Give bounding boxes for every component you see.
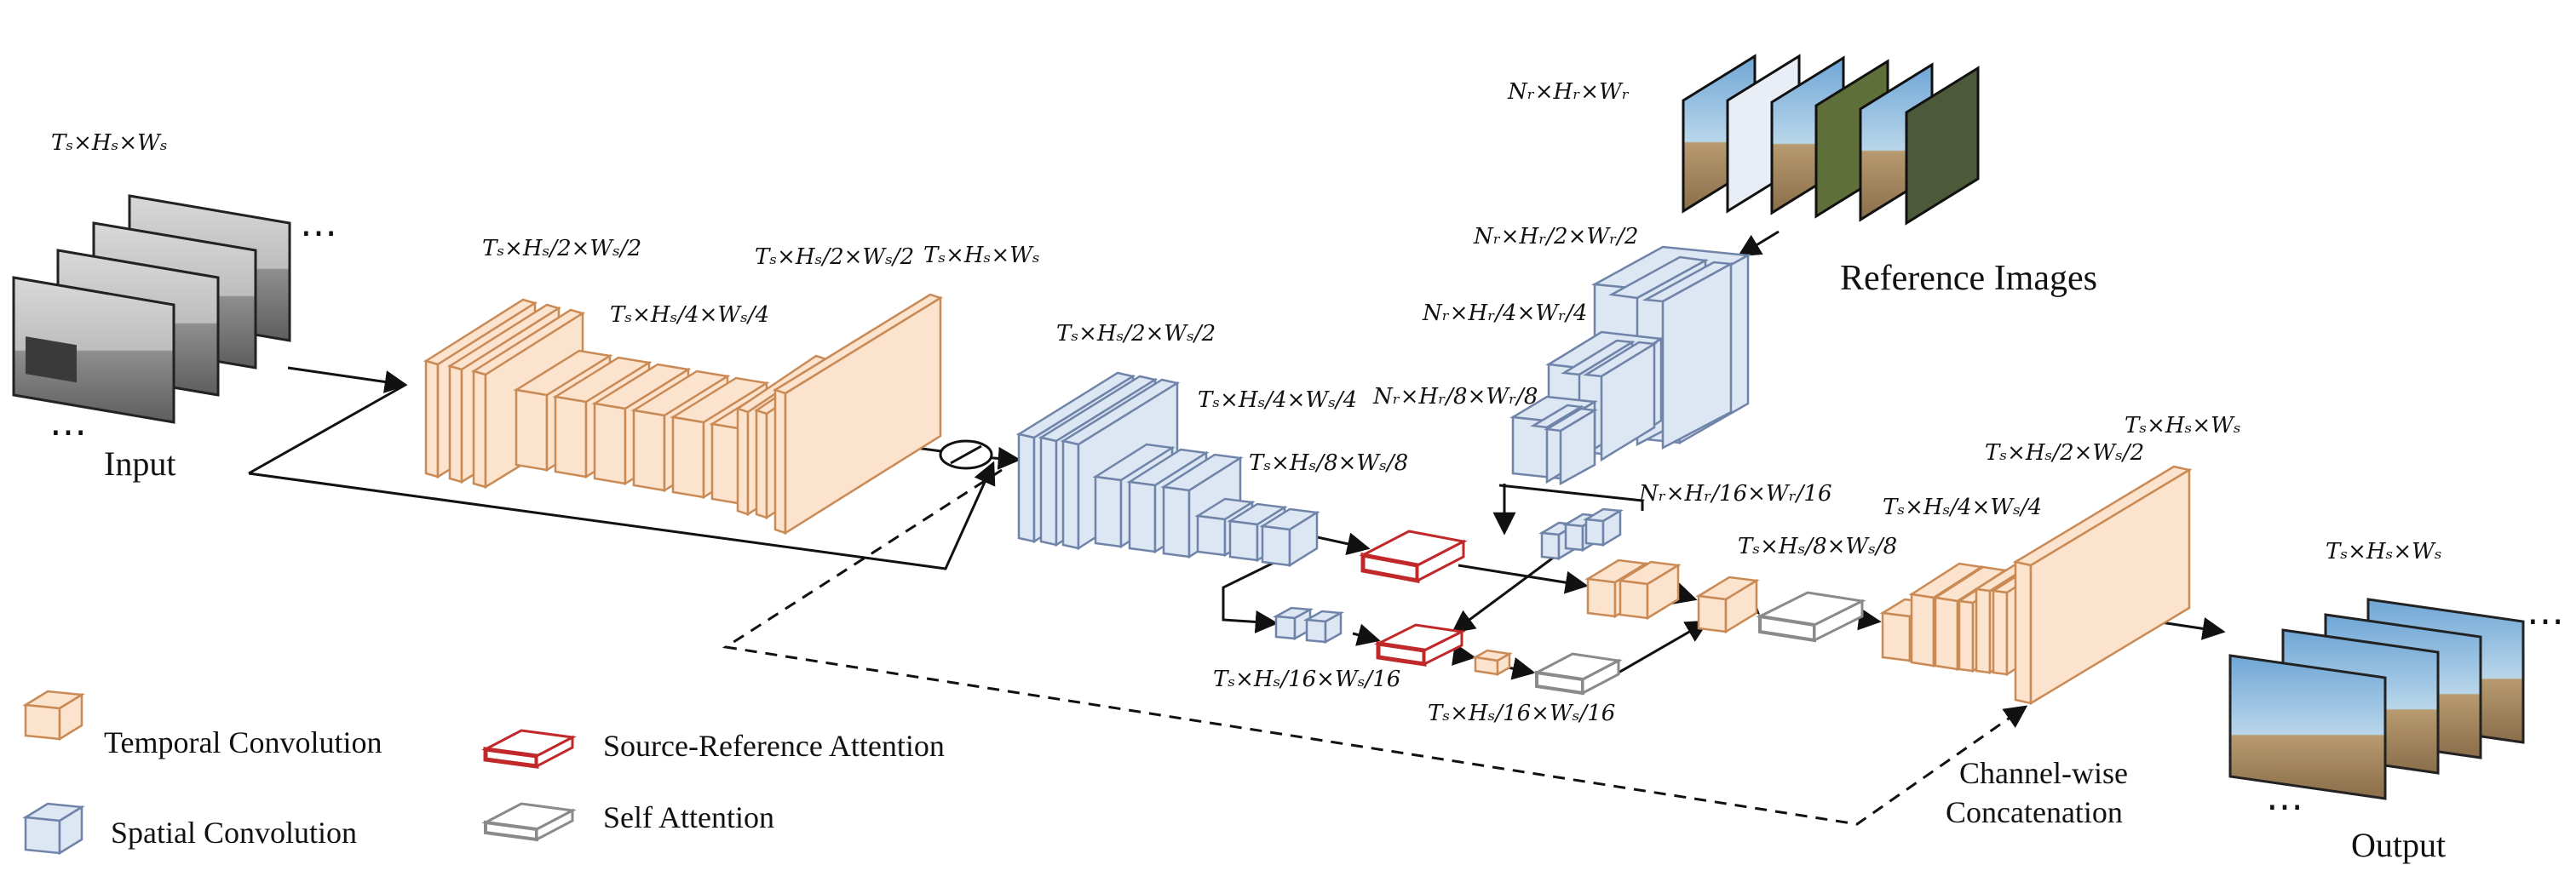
sp-dims-5: Tₛ×Hₛ/16×Wₛ/16 <box>1428 701 1615 726</box>
input-frames <box>12 194 291 424</box>
arrow-input-to-encoder <box>287 366 408 393</box>
dec-small-1 <box>1472 649 1513 677</box>
arrow-sp3-to-sra1 <box>1313 532 1371 555</box>
legend: Temporal Convolution Spatial Convolution… <box>22 690 945 856</box>
reference-images <box>1682 54 1980 226</box>
ref-block-6 <box>1583 341 1658 462</box>
arrow-sa2-to-dec3 <box>1857 607 1882 631</box>
legend-temporal-swatch <box>22 690 85 742</box>
temporal-decoder <box>1472 465 2193 706</box>
sp-block-9 <box>1259 507 1320 568</box>
concat-circle <box>939 439 993 470</box>
dec-dims-1: Tₛ×Hₛ/8×Wₛ/8 <box>1738 534 1897 559</box>
input-dims-label: Tₛ×Hₛ×Wₛ <box>51 130 168 156</box>
ref-dims-4: Nᵣ×Hᵣ/16×Wᵣ/16 <box>1638 481 1831 507</box>
dec-dims-2: Tₛ×Hₛ/4×Wₛ/4 <box>1883 495 2042 520</box>
dec-block-3 <box>1695 576 1760 634</box>
input-label: Input <box>104 444 175 483</box>
arrow-dashed-skip <box>722 468 2028 826</box>
legend-self-attn-label: Self Attention <box>603 800 774 834</box>
output-ellipsis-bottom: ⋯ <box>2266 786 2303 828</box>
enc-dims-1: Tₛ×Hₛ/2×Wₛ/2 <box>482 236 641 261</box>
arrow-blue-to-sra2 <box>1451 552 1560 633</box>
input-ellipsis-top: ⋯ <box>300 212 337 254</box>
dec-block-1 <box>1584 559 1649 619</box>
dec-block-10 <box>2012 465 2193 706</box>
enc-dims-4: Tₛ×Hₛ×Wₛ <box>923 243 1040 268</box>
concat-label-line1: Channel-wise <box>1959 756 2128 790</box>
enc-dims-2: Tₛ×Hₛ/4×Wₛ/4 <box>610 302 769 328</box>
sp-dims-2: Tₛ×Hₛ/4×Wₛ/4 <box>1198 387 1357 413</box>
legend-sra-label: Source-Reference Attention <box>603 729 945 763</box>
legend-temporal-label: Temporal Convolution <box>104 725 382 759</box>
arrow-sp-down <box>1222 541 1314 633</box>
legend-spatial-swatch <box>22 802 85 856</box>
source-reference-attention-2 <box>1374 623 1466 667</box>
arrow-sra2-to-small <box>1452 643 1476 666</box>
ref-block-12 <box>1583 507 1624 547</box>
sp-dims-4: Tₛ×Hₛ/16×Wₛ/16 <box>1213 667 1400 692</box>
sp-block-10 <box>1272 606 1314 641</box>
reference-encoder <box>1509 245 1752 561</box>
dec-dims-3: Tₛ×Hₛ/2×Wₛ/2 <box>1985 440 2144 466</box>
output-dims-label: Tₛ×Hₛ×Wₛ <box>2326 539 2442 564</box>
dec-dims-4: Tₛ×Hₛ×Wₛ <box>2125 413 2241 438</box>
enc-dims-3: Tₛ×Hₛ/2×Wₛ/2 <box>755 244 914 270</box>
sp-dims-1: Tₛ×Hₛ/2×Wₛ/2 <box>1056 321 1216 347</box>
legend-sra-swatch <box>481 729 577 769</box>
input-ellipsis-bottom: ⋯ <box>49 411 87 453</box>
input-frame-1 <box>12 276 175 424</box>
ref-dims-1: Nᵣ×Hᵣ/2×Wᵣ/2 <box>1473 224 1638 249</box>
legend-spatial-label: Spatial Convolution <box>111 816 357 850</box>
arrow-concat-to-spatial <box>992 446 1021 470</box>
arrow-ref-to-sra1b <box>1498 484 1643 502</box>
arrow-sa1-to-dec2 <box>1618 620 1710 674</box>
ref-block-9 <box>1544 407 1598 486</box>
spatial-encoder <box>1015 371 1345 645</box>
ref-dims-3: Nᵣ×Hᵣ/8×Wᵣ/8 <box>1372 384 1538 410</box>
sp-block-11 <box>1302 610 1345 645</box>
output-label: Output <box>2351 826 2446 864</box>
ref-images-label: Reference Images <box>1840 259 2097 298</box>
arrow-skip-bottom <box>248 461 996 570</box>
sp-dims-3: Tₛ×Hₛ/8×Wₛ/8 <box>1249 450 1408 476</box>
source-reference-attention-1 <box>1359 530 1468 584</box>
arrow-sp4-to-sra2 <box>1352 623 1381 646</box>
concat-label-line2: Concatenation <box>1946 795 2123 829</box>
ref-img-6 <box>1905 66 1980 226</box>
output-frames <box>2228 598 2525 800</box>
arrow-input-skip <box>248 383 406 475</box>
arrow-sra1-to-dec <box>1458 564 1589 594</box>
ref-dims-2: Nᵣ×Hᵣ/4×Wᵣ/4 <box>1422 301 1587 326</box>
ref-block-3 <box>1642 261 1735 450</box>
output-frame-1 <box>2228 654 2387 800</box>
enc-block-12 <box>773 293 943 536</box>
ref-dims-0: Nᵣ×Hᵣ×Wᵣ <box>1507 79 1630 105</box>
arrows <box>248 230 2226 826</box>
output-ellipsis-top: ⋯ <box>2527 600 2564 642</box>
arrow-small-to-sa1 <box>1507 656 1536 680</box>
self-attention-2 <box>1756 591 1866 643</box>
self-attention-1 <box>1532 652 1623 696</box>
temporal-encoder <box>423 293 943 536</box>
dec-block-2 <box>1617 560 1682 621</box>
legend-self-attn-swatch <box>481 802 577 842</box>
arrow-refimgs-to-ref <box>1737 230 1780 257</box>
